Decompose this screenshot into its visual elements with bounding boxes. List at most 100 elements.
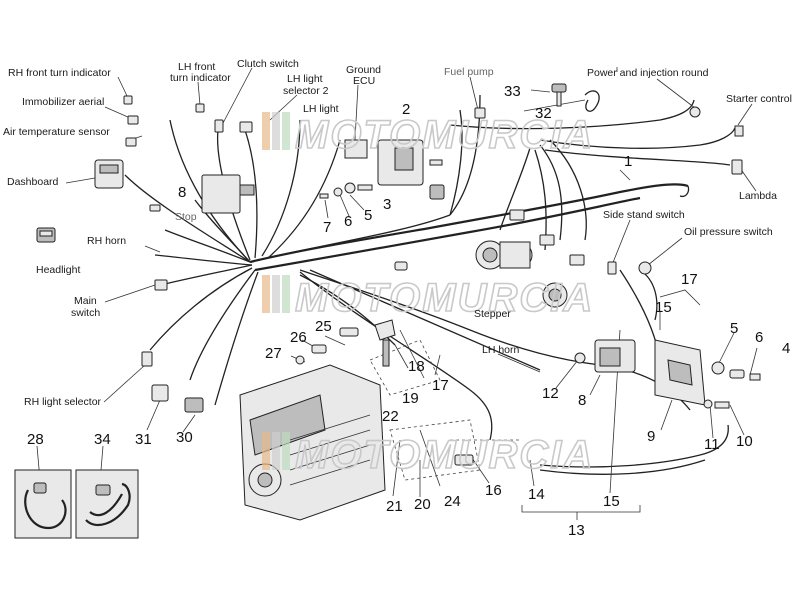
svg-text:MOTOMURCIA: MOTOMURCIA xyxy=(295,113,594,157)
clamp-28 xyxy=(14,469,72,539)
coil-cap-18 xyxy=(374,319,396,341)
relay-8b xyxy=(594,339,636,373)
part-number-6: 6 xyxy=(344,213,352,230)
screw-33 xyxy=(551,83,567,107)
spacer-5 xyxy=(711,361,725,375)
lh-selector-connector xyxy=(239,121,253,133)
sensor-30 xyxy=(184,397,204,413)
relay-2 xyxy=(344,139,424,186)
grommet-6 xyxy=(333,187,343,197)
fuel-pump-connector xyxy=(474,107,486,119)
part-number-5: 5 xyxy=(364,207,372,224)
part-number-8: 8 xyxy=(178,184,186,201)
ground-screw xyxy=(429,159,443,166)
starter-control-connector xyxy=(734,125,744,137)
connector-block xyxy=(429,184,445,200)
label-ecu: ECU xyxy=(353,75,375,87)
label-lh-front-turn-1: LH front xyxy=(178,61,215,73)
label-dashboard: Dashboard xyxy=(7,176,59,188)
relay-8 xyxy=(201,174,255,214)
label-clutch-switch: Clutch switch xyxy=(237,58,299,70)
label-rh-horn: RH horn xyxy=(87,235,126,247)
label-rh-front-turn: RH front turn indicator xyxy=(8,67,111,79)
power-round-ring xyxy=(689,106,701,118)
label-ground: Ground xyxy=(346,64,381,76)
components xyxy=(14,83,761,539)
part-number-7: 7 xyxy=(323,219,331,236)
label-headlight: Headlight xyxy=(36,264,80,276)
watermark-group: MOTOMURCIA MOTOMURCIA MOTOMURCIA xyxy=(262,112,594,478)
part-number-1: 1 xyxy=(624,153,632,170)
part-number-21: 21 xyxy=(386,498,403,515)
part-number-14: 14 xyxy=(528,486,545,503)
screw-3 xyxy=(357,184,373,191)
screw-7 xyxy=(319,193,329,199)
washer-27 xyxy=(295,355,305,365)
oil-pressure-ring xyxy=(638,261,652,275)
part-number-9: 9 xyxy=(647,428,655,445)
part-number-20: 20 xyxy=(414,496,431,513)
part-number-6b: 6 xyxy=(755,329,763,346)
rh-turn-connector xyxy=(123,95,133,105)
label-power-injection-round: Power and injection round xyxy=(587,67,709,79)
label-rh-light-selector: RH light selector xyxy=(24,396,102,408)
sensor-16 xyxy=(454,454,474,466)
label-air-temp-sensor: Air temperature sensor xyxy=(3,126,110,138)
sensor-25 xyxy=(339,327,359,337)
part-number-17: 17 xyxy=(681,271,698,288)
label-lh-front-turn-2: turn indicator xyxy=(170,72,231,84)
clip-32 xyxy=(584,90,600,112)
watermark-bottom: MOTOMURCIA xyxy=(262,432,594,478)
part-number-22: 22 xyxy=(382,408,399,425)
nut-6 xyxy=(729,369,745,379)
part-number-31: 31 xyxy=(135,431,152,448)
watermark-middle: MOTOMURCIA xyxy=(262,275,593,321)
part-number-26: 26 xyxy=(290,329,307,346)
headlight-connector xyxy=(36,227,56,243)
part-number-17b: 17 xyxy=(432,377,449,394)
label-side-stand-switch: Side stand switch xyxy=(603,209,685,221)
washer-5 xyxy=(344,182,356,194)
immobilizer-connector xyxy=(127,115,139,125)
label-starter-control: Starter control xyxy=(726,93,792,105)
injector-connector-3 xyxy=(569,254,585,266)
part-number-25: 25 xyxy=(315,318,332,335)
injector-connector-1 xyxy=(509,209,525,221)
ignition-sensor-connector xyxy=(394,261,408,271)
horn-bracket-9 xyxy=(654,339,706,406)
label-oil-pressure-switch: Oil pressure switch xyxy=(684,226,773,238)
screw-10 xyxy=(714,401,730,409)
part-number-2: 2 xyxy=(402,101,410,118)
spark-plug-19 xyxy=(382,339,390,367)
part-number-13: 13 xyxy=(568,522,585,539)
text-labels: RH front turn indicator LH front turn in… xyxy=(3,58,792,408)
part-number-4: 4 xyxy=(782,340,790,357)
part-number-12: 12 xyxy=(542,385,559,402)
watermark-top: MOTOMURCIA xyxy=(262,112,594,158)
part-number-16: 16 xyxy=(485,482,502,499)
part-number-30: 30 xyxy=(176,429,193,446)
relay-31 xyxy=(151,384,169,402)
part-number-28: 28 xyxy=(27,431,44,448)
clutch-switch-connector xyxy=(214,119,224,133)
part-number-27: 27 xyxy=(265,345,282,362)
label-stop: Stop xyxy=(175,211,197,223)
wiring-harness xyxy=(124,94,736,475)
label-immobilizer-aerial: Immobilizer aerial xyxy=(22,96,104,108)
label-stepper: Stepper xyxy=(474,308,511,320)
part-number-34: 34 xyxy=(94,431,111,448)
label-lh-light-selector-1: LH light xyxy=(287,73,323,85)
label-switch: switch xyxy=(71,307,100,319)
part-number-18: 18 xyxy=(408,358,425,375)
screw-4 xyxy=(749,373,761,381)
part-numbers: 1 2 3 5 6 7 8 33 32 17 15 5 6 4 12 8 9 1… xyxy=(27,83,790,539)
label-lambda: Lambda xyxy=(739,190,777,202)
air-temp-connector xyxy=(125,137,137,147)
side-stand-connector xyxy=(607,261,617,275)
label-main: Main xyxy=(74,295,97,307)
part-number-10: 10 xyxy=(736,433,753,450)
svg-text:MOTOMURCIA: MOTOMURCIA xyxy=(295,433,594,477)
part-number-5b: 5 xyxy=(730,320,738,337)
